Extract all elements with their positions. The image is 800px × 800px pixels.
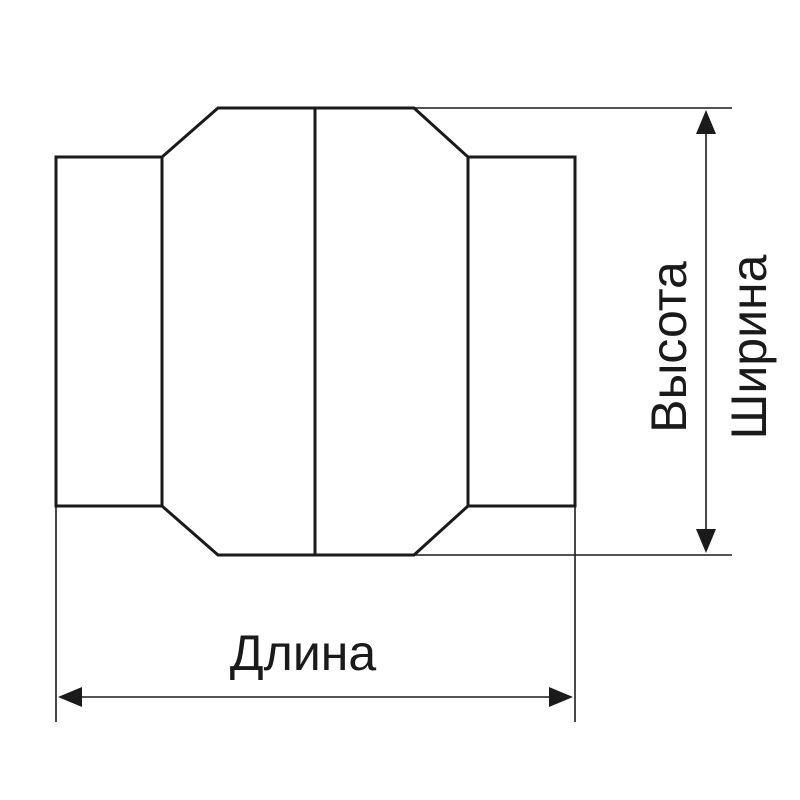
length-arrow-right [549, 687, 573, 707]
right-connector [466, 155, 577, 508]
height-arrow-top [696, 110, 716, 134]
height-arrow-bottom [696, 529, 716, 553]
width-label: Ширина [721, 254, 777, 439]
height-label: Высота [641, 261, 697, 433]
left-connector [54, 155, 164, 508]
length-arrow-left [58, 687, 82, 707]
length-label: Длина [230, 625, 377, 681]
